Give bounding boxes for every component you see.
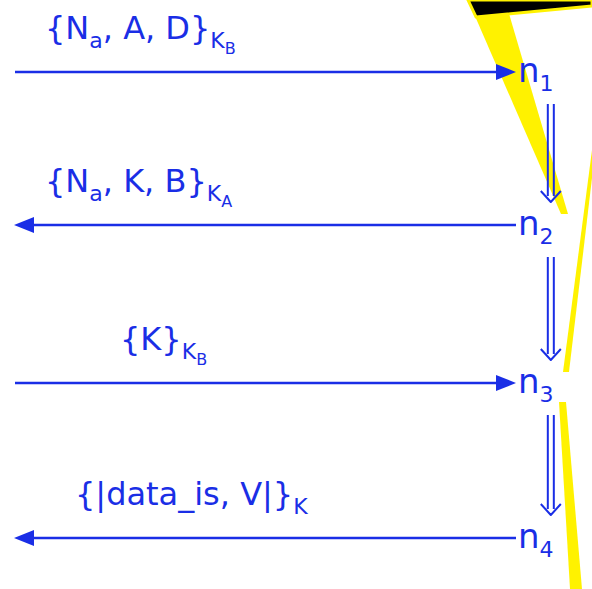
arrow-head (496, 64, 516, 80)
node-name: n4 (518, 516, 554, 556)
strand-node: n3 (516, 362, 556, 413)
highlight-wedge (563, 150, 592, 372)
highlight-wedge (468, 0, 568, 214)
strand-node: n2 (516, 204, 556, 255)
node-name: n1 (518, 50, 554, 90)
arrow-head (14, 530, 34, 546)
highlight-wedge (559, 402, 582, 589)
message-arrow (15, 382, 500, 385)
message-arrow (32, 537, 516, 540)
message-label: {K}KB (120, 321, 207, 363)
arrow-head (496, 375, 516, 391)
node-name: n2 (518, 203, 554, 243)
message-label: {Na, A, D}KB (45, 10, 236, 52)
callout-blob (468, 0, 592, 17)
message-label: {Na, K, B}KA (45, 163, 232, 205)
strand-arrow (541, 257, 561, 360)
node-name: n3 (518, 361, 554, 401)
message-arrow (32, 224, 516, 227)
message-label: {|data_is, V|}K (75, 476, 308, 516)
arrow-head (14, 217, 34, 233)
message-arrow (15, 71, 500, 74)
strand-arrow (541, 415, 561, 515)
strand-node: n1 (516, 51, 556, 102)
strand-arrow (541, 104, 561, 202)
strand-node: n4 (516, 517, 556, 568)
